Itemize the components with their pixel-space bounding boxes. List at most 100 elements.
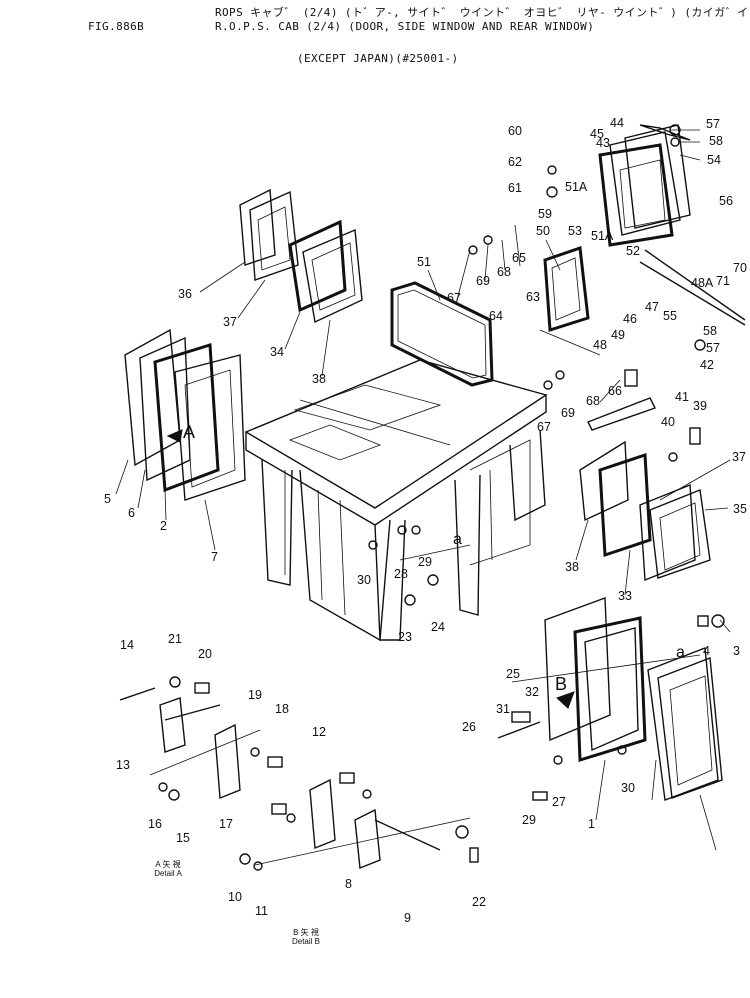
callout-18: 18	[275, 702, 289, 716]
callout-47: 47	[645, 300, 659, 314]
callout-69: 69	[476, 274, 490, 288]
callout-29: 29	[418, 555, 432, 569]
callout-39: 39	[693, 399, 707, 413]
callout-58: 58	[709, 134, 723, 148]
callout-8: 8	[345, 877, 352, 891]
figure-number: FIG.886B	[88, 20, 145, 33]
callout-41: 41	[675, 390, 689, 404]
callout-25: 25	[506, 667, 520, 681]
callout-17: 17	[219, 817, 233, 831]
door-left	[124, 328, 246, 501]
callout-34: 34	[270, 345, 284, 359]
label-a-1: a	[453, 531, 462, 548]
callout-23: 23	[398, 630, 412, 644]
callout-57: 57	[706, 117, 720, 131]
hardware-parts	[158, 124, 725, 871]
callout-29b: 29	[522, 813, 536, 827]
callout-10: 10	[228, 890, 242, 904]
callout-70: 70	[733, 261, 747, 275]
callout-51A: 51A	[565, 180, 588, 194]
callout-3: 3	[733, 644, 740, 658]
callout-22: 22	[472, 895, 486, 909]
side-window-34-38	[288, 219, 363, 324]
callout-52: 52	[626, 244, 640, 258]
callout-40: 40	[661, 415, 675, 429]
detail-a-latch	[119, 687, 471, 869]
callout-35: 35	[733, 502, 747, 516]
callout-14: 14	[120, 638, 134, 652]
rail-41	[587, 397, 656, 431]
callout-4: 4	[703, 644, 710, 658]
callout-42: 42	[700, 358, 714, 372]
callout-66: 66	[608, 384, 622, 398]
callout-9: 9	[404, 911, 411, 925]
rear-window-51	[390, 281, 494, 387]
callout-49: 49	[611, 328, 625, 342]
callout-33: 33	[618, 589, 632, 603]
callout-26: 26	[462, 720, 476, 734]
callout-48: 48	[593, 338, 607, 352]
callout-11: 11	[255, 904, 268, 918]
callout-15: 15	[176, 831, 190, 845]
callout-48A: 48A	[691, 276, 714, 290]
callout-12: 12	[312, 725, 326, 739]
callout-28: 28	[394, 567, 408, 581]
detail-b-caption: B 矢 視 Detail B	[286, 928, 326, 946]
callout-fig-1: 1	[588, 817, 595, 831]
callout-69b: 69	[561, 406, 575, 420]
callout-51: 51	[417, 255, 431, 269]
callout-37b: 37	[732, 450, 746, 464]
callout-44: 44	[610, 116, 624, 130]
callout-6: 6	[128, 506, 135, 520]
callout-53: 53	[568, 224, 582, 238]
callout-55: 55	[663, 309, 677, 323]
callout-2: 2	[160, 519, 167, 533]
callout-38: 38	[312, 372, 326, 386]
detail-b-title: B 矢 視	[293, 928, 319, 937]
detail-a-title: A 矢 視	[155, 860, 181, 869]
side-window-right	[579, 440, 711, 582]
callout-58b: 58	[703, 324, 717, 338]
door-right	[511, 597, 723, 801]
callout-67b: 67	[537, 420, 551, 434]
callout-71: 71	[716, 274, 730, 288]
callout-30: 30	[357, 573, 371, 587]
callout-67: 67	[447, 291, 461, 305]
callout-45: 45	[590, 127, 604, 141]
detail-b-label: Detail B	[291, 937, 320, 946]
side-window-36-37	[239, 188, 299, 281]
callout-13: 13	[116, 758, 130, 772]
callout-68: 68	[497, 265, 511, 279]
title-serial: (EXCEPT JAPAN)(#25001-)	[297, 52, 459, 65]
cab-body	[244, 359, 548, 642]
title-english: R.O.P.S. CAB (2/4) (DOOR, SIDE WINDOW AN…	[215, 20, 595, 33]
callout-21: 21	[168, 632, 182, 646]
callout-32: 32	[525, 685, 539, 699]
callout-30b: 30	[621, 781, 635, 795]
callout-19: 19	[248, 688, 262, 702]
callout-38b: 38	[565, 560, 579, 574]
callout-61: 61	[508, 181, 522, 195]
detail-a-label: Detail A	[154, 869, 182, 878]
callout-24: 24	[431, 620, 445, 634]
label-a-2: a	[676, 644, 685, 661]
label-B: B	[555, 674, 567, 694]
callout-27: 27	[552, 795, 566, 809]
callout-64: 64	[489, 309, 503, 323]
callout-43: 43	[596, 136, 610, 150]
callout-37: 37	[223, 315, 237, 329]
callout-51A-b: 51A	[591, 229, 614, 243]
callout-46: 46	[623, 312, 637, 326]
label-A: A	[183, 422, 195, 442]
callout-57b: 57	[706, 341, 720, 355]
callout-36: 36	[178, 287, 192, 301]
title-japanese: ROPS キャブ゛ (2/4) (ト゛ア-, サイト゛ ウイント゛ オヨヒ゛ リ…	[215, 6, 750, 19]
callout-54: 54	[707, 153, 721, 167]
upper-right-assembly	[598, 124, 746, 326]
callout-63: 63	[526, 290, 540, 304]
callouts: 1 2 3 4 5 6 7 8 9 10 11 12 13 14 15 16 1…	[104, 116, 747, 925]
callout-56: 56	[719, 194, 733, 208]
callout-5: 5	[104, 492, 111, 506]
callout-50: 50	[536, 224, 550, 238]
